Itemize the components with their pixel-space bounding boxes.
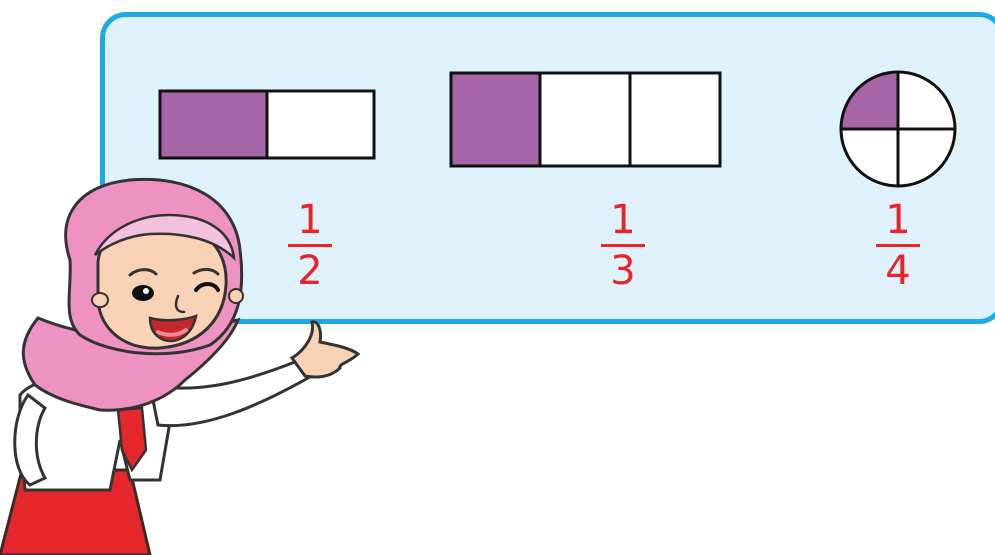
fraction-label-quarter: 1 4	[868, 200, 928, 291]
hand	[292, 322, 358, 377]
numerator: 1	[593, 200, 653, 240]
denominator: 3	[593, 251, 653, 291]
unshaded-part	[540, 73, 630, 166]
fraction-bar	[876, 244, 920, 247]
girl-illustration	[0, 0, 380, 555]
denominator: 4	[868, 251, 928, 291]
unshaded-part	[630, 73, 720, 166]
quarter-circle	[835, 70, 961, 188]
numerator: 1	[868, 200, 928, 240]
shaded-part	[451, 73, 540, 166]
fraction-label-third: 1 3	[593, 200, 653, 291]
left-eye	[132, 285, 154, 301]
fraction-bar	[601, 244, 645, 247]
third-rectangle	[449, 71, 722, 168]
